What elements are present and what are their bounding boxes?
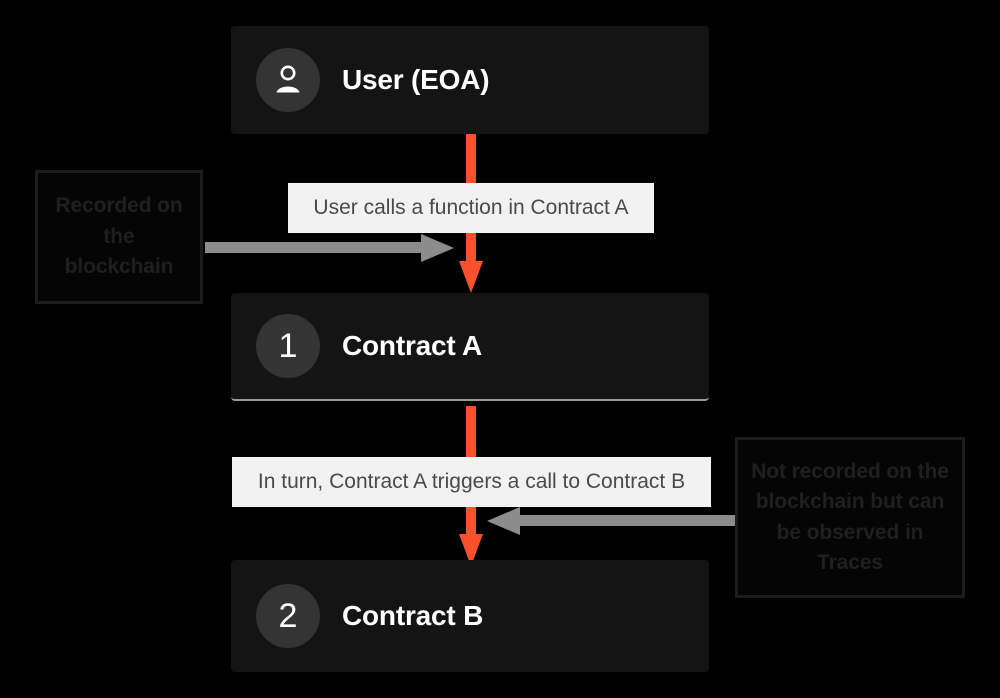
node-contract-a[interactable]: 1 Contract A [231, 293, 709, 401]
caption-contract-a-triggers-contract-b: In turn, Contract A triggers a call to C… [232, 457, 711, 507]
step-badge-1: 1 [256, 314, 320, 378]
note-left-text: Recorded on the blockchain [55, 194, 183, 279]
node-contract-a-label: Contract A [342, 330, 483, 361]
arrow-from-note-right [486, 505, 736, 537]
arrow-from-note-left [205, 232, 455, 264]
node-user[interactable]: User (EOA) [231, 26, 709, 134]
note-recorded-on-blockchain: Recorded on the blockchain [35, 170, 203, 304]
note-right-text: Not recorded on the blockchain but can b… [751, 459, 949, 574]
caption-user-calls-contract-a: User calls a function in Contract A [288, 183, 654, 233]
step-badge-2: 2 [256, 584, 320, 648]
caption-1-text: User calls a function in Contract A [313, 196, 629, 219]
person-icon [256, 48, 320, 112]
caption-2-text: In turn, Contract A triggers a call to C… [257, 470, 686, 493]
note-not-recorded-on-blockchain: Not recorded on the blockchain but can b… [735, 437, 965, 598]
node-user-label: User (EOA) [342, 64, 490, 95]
node-contract-b[interactable]: 2 Contract B [231, 560, 709, 672]
node-contract-b-label: Contract B [342, 600, 484, 631]
